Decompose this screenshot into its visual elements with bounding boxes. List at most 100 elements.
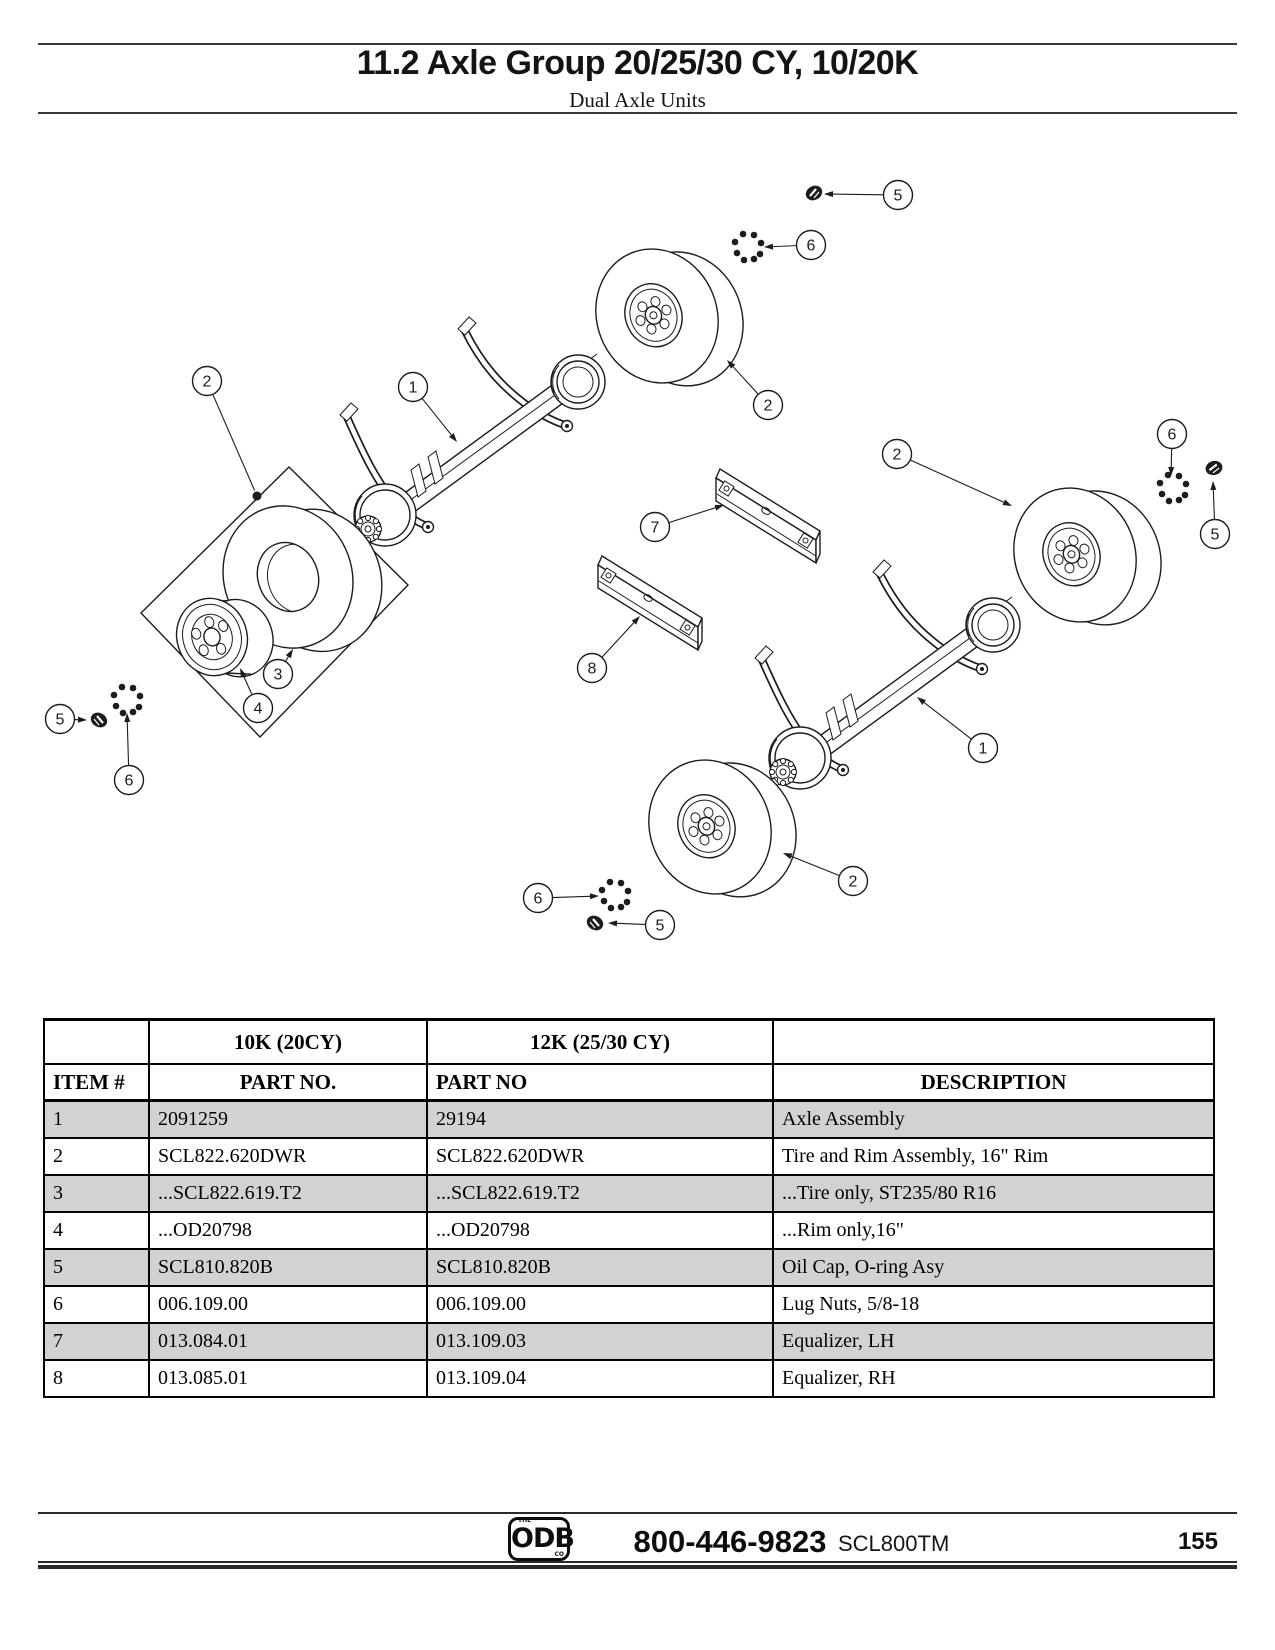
cell-item: 5: [43, 1248, 150, 1287]
cell-pn12k: ...SCL822.619.T2: [426, 1174, 774, 1213]
callout-5: 5: [44, 703, 87, 735]
lug-nuts-top-icon: [731, 230, 765, 264]
svg-text:2: 2: [764, 398, 773, 415]
cell-pn10k: SCL810.820B: [148, 1248, 428, 1287]
table-row: 3...SCL822.619.T2...SCL822.619.T2...Tire…: [43, 1174, 1215, 1213]
cell-desc: ...Tire only, ST235/80 R16: [772, 1174, 1215, 1213]
svg-text:7: 7: [651, 520, 660, 537]
cell-desc: Lug Nuts, 5/8-18: [772, 1285, 1215, 1324]
callout-8: 8: [576, 616, 640, 684]
callout-6: 6: [1156, 418, 1188, 476]
callout-6: 6: [522, 882, 599, 914]
equalizer-rh: [597, 555, 703, 651]
callout-1: 1: [397, 371, 457, 442]
cell-pn12k: 013.109.04: [426, 1359, 774, 1398]
callout-6: 6: [764, 229, 827, 261]
group-header-empty: [43, 1018, 150, 1065]
cell-pn10k: 013.084.01: [148, 1322, 428, 1361]
callout-7: 7: [639, 504, 724, 543]
cell-item: 8: [43, 1359, 150, 1398]
group-header-empty2: [772, 1018, 1215, 1065]
svg-text:5: 5: [656, 918, 665, 935]
cell-pn12k: SCL810.820B: [426, 1248, 774, 1287]
svg-text:3: 3: [274, 667, 283, 684]
svg-text:2: 2: [893, 447, 902, 464]
callout-1: 1: [917, 697, 999, 764]
svg-text:5: 5: [56, 712, 65, 729]
group-header-10k: 10K (20CY): [148, 1018, 428, 1065]
cell-pn12k: 006.109.00: [426, 1285, 774, 1324]
cell-pn10k: ...OD20798: [148, 1211, 428, 1250]
svg-text:6: 6: [807, 238, 816, 255]
title-rule-bottom: [38, 112, 1237, 114]
cell-desc: Equalizer, RH: [772, 1359, 1215, 1398]
callout-3: 3: [262, 649, 294, 690]
svg-text:2: 2: [849, 874, 858, 891]
footer-rule-top: [38, 1512, 1237, 1514]
page-subtitle: Dual Axle Units: [569, 88, 706, 112]
callout-5: 5: [824, 179, 914, 211]
lug-nuts-right-icon: [1156, 471, 1190, 505]
lug-nuts-left-icon: [110, 683, 144, 717]
cell-item: 4: [43, 1211, 150, 1250]
odb-logo: THE ODB CO: [508, 1517, 575, 1561]
cell-desc: Tire and Rim Assembly, 16" Rim: [772, 1137, 1215, 1176]
col-header-item: ITEM #: [43, 1063, 150, 1102]
parts-table: 10K (20CY) 12K (25/30 CY) ITEM # PART NO…: [43, 1018, 1215, 1398]
equalizer-lh: [715, 468, 821, 564]
tire-right: [993, 460, 1182, 653]
cell-pn10k: 013.085.01: [148, 1359, 428, 1398]
cell-pn12k: 29194: [426, 1099, 774, 1139]
callout-5: 5: [608, 909, 676, 941]
svg-text:6: 6: [125, 773, 134, 790]
oil-cap-right-icon: [1200, 454, 1228, 482]
footer-page-number: 155: [1177, 1528, 1218, 1555]
svg-text:1: 1: [979, 741, 988, 758]
svg-text:4: 4: [254, 701, 263, 718]
cell-pn10k: 006.109.00: [148, 1285, 428, 1324]
oil-cap-left-icon: [87, 708, 111, 732]
cell-item: 6: [43, 1285, 150, 1324]
callout-2: 2: [727, 360, 784, 421]
column-header-row: ITEM # PART NO. PART NO DESCRIPTION: [43, 1063, 1215, 1102]
svg-text:6: 6: [1168, 427, 1177, 444]
svg-text:1: 1: [409, 380, 418, 397]
footer-rule-bottom-thin: [38, 1561, 1237, 1563]
callout-2: 2: [881, 438, 1012, 506]
callout-5: 5: [1199, 481, 1231, 550]
odb-logo-the: THE: [518, 1517, 532, 1524]
callout-2: 2: [191, 365, 262, 501]
col-header-pn12k: PART NO: [426, 1063, 774, 1102]
cell-item: 1: [43, 1099, 150, 1139]
lug-nuts-bottom-icon: [598, 878, 632, 912]
page-title: 11.2 Axle Group 20/25/30 CY, 10/20K: [356, 44, 919, 82]
group-header-12k: 12K (25/30 CY): [426, 1018, 774, 1065]
footer-doc-code: SCL800TM: [838, 1531, 950, 1556]
cell-pn10k: SCL822.620DWR: [148, 1137, 428, 1176]
callout-6: 6: [113, 713, 145, 796]
cell-desc: Axle Assembly: [772, 1099, 1215, 1139]
callout-2: 2: [783, 853, 869, 897]
svg-text:2: 2: [203, 374, 212, 391]
odb-logo-co: CO: [554, 1551, 564, 1558]
cell-desc: Equalizer, LH: [772, 1322, 1215, 1361]
svg-text:6: 6: [534, 891, 543, 908]
oil-cap-bottom-icon: [583, 911, 607, 935]
group-header-row: 10K (20CY) 12K (25/30 CY): [43, 1018, 1215, 1065]
cell-desc: Oil Cap, O-ring Asy: [772, 1248, 1215, 1287]
callout-4: 4: [240, 668, 274, 724]
cell-pn12k: 013.109.03: [426, 1322, 774, 1361]
table-row: 4...OD20798...OD20798...Rim only,16": [43, 1211, 1215, 1250]
odb-logo-text: ODB: [511, 1523, 575, 1554]
svg-text:5: 5: [1211, 527, 1220, 544]
cell-pn10k: 2091259: [148, 1099, 428, 1139]
callout-layer: 5 6 2 1 2 2 6 5 7 8 34 5 6 1 2 6 5: [44, 179, 1231, 941]
cell-pn12k: SCL822.620DWR: [426, 1137, 774, 1176]
title-rule-top: [38, 43, 1237, 45]
